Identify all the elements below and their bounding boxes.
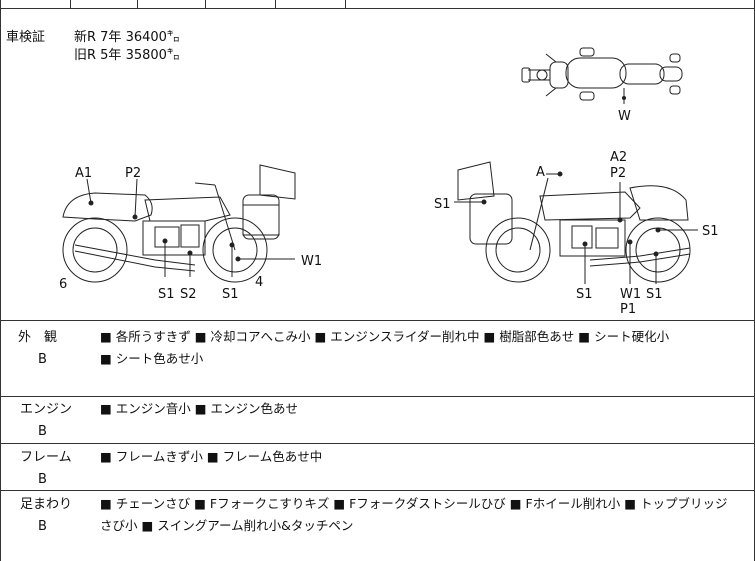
row-label: 外 観: [18, 330, 58, 345]
mark-A1: A1: [75, 166, 92, 181]
inspection-new: 新R 7年 36400㌔: [74, 30, 180, 45]
row-line: ■ フレームきず小 ■ フレーム色あせ中: [100, 449, 323, 464]
row-line: さび小 ■ スイングアーム削れ小&タッチペン: [100, 518, 354, 533]
row-line: ■ シート色あせ小: [100, 351, 204, 366]
mark-P2: P2: [125, 166, 141, 181]
top-cell-divider: [205, 0, 206, 8]
mark-S1: S1: [702, 224, 719, 239]
mark-A: A: [536, 165, 545, 180]
inspection-label: 車検証: [6, 30, 46, 45]
row-label: フレーム: [20, 450, 72, 465]
mark-A2: A2: [610, 150, 627, 165]
inspection-old: 旧R 5年 35800㌔: [74, 48, 180, 63]
mark-S1: S1: [646, 287, 663, 302]
bike-left-side: A1 P2 W1 6 4 S1 S2 S1: [59, 164, 322, 302]
table-divider: [0, 490, 755, 491]
mark-4: 4: [255, 275, 263, 290]
table-divider: [0, 396, 755, 397]
table-divider: [0, 443, 755, 444]
border-left: [0, 0, 1, 561]
row-line: ■ チェーンさび ■ Fフォークこすりキズ ■ Fフォークダストシールひび ■ …: [100, 496, 728, 511]
row-label: 足まわり: [20, 497, 73, 512]
bike-top-view: W: [521, 47, 683, 124]
mark-6: 6: [59, 277, 67, 292]
row-label: エンジン: [20, 402, 73, 417]
row-grade: B: [38, 472, 47, 487]
mark-P2: P2: [610, 166, 626, 181]
mark-S2: S2: [180, 287, 197, 302]
table-divider: [0, 320, 755, 321]
row-line: ■ エンジン音小 ■ エンジン色あせ: [100, 401, 299, 416]
row-grade: B: [38, 424, 47, 439]
top-cell-divider: [70, 0, 71, 8]
row-line: ■ 各所うすきず ■ 冷却コアへこみ小 ■ エンジンスライダー削れ中 ■ 樹脂部…: [100, 329, 670, 344]
top-cell-divider: [345, 0, 346, 8]
row-grade: B: [38, 519, 47, 534]
mark-W1: W1: [620, 287, 641, 302]
mark-S1: S1: [222, 287, 239, 302]
mark-W: W: [618, 109, 631, 124]
top-cell-divider: [137, 0, 138, 8]
row-grade: B: [38, 352, 47, 367]
mark-W1: W1: [301, 254, 322, 269]
mark-S1: S1: [158, 287, 175, 302]
top-table-line: [0, 8, 755, 9]
bike-right-side: A S1 A2 P2 S1 S1 W1 S1 P1: [434, 150, 719, 317]
mark-S1: S1: [576, 287, 593, 302]
top-cell-divider: [275, 0, 276, 8]
mark-P1: P1: [620, 302, 636, 317]
mark-S1: S1: [434, 197, 451, 212]
